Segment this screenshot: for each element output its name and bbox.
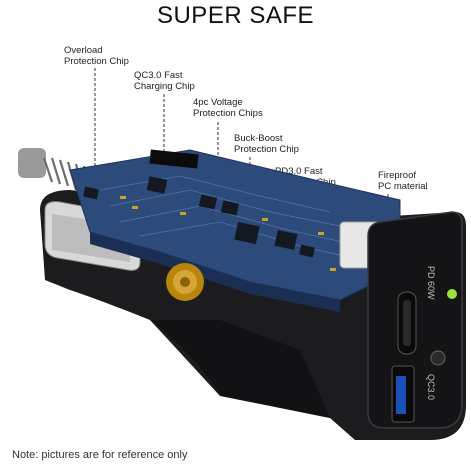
chip-small bbox=[299, 244, 315, 258]
usb-a-insert bbox=[396, 376, 406, 414]
lower-shell bbox=[150, 320, 330, 418]
callout-line-1: 4pc Voltage bbox=[193, 97, 243, 108]
chip-pd bbox=[274, 230, 298, 250]
transformer-coil bbox=[166, 263, 204, 301]
port-label-qc: QC3.0 bbox=[426, 374, 436, 400]
callout-line-1: Buck-Boost bbox=[234, 133, 283, 144]
pcb-chips bbox=[83, 176, 315, 258]
callout-fireproof-material: Fireproof PC material bbox=[378, 170, 428, 192]
callout-qc-charging: QC3.0 Fast Charging Chip bbox=[134, 70, 195, 92]
chip-voltage-1 bbox=[198, 194, 218, 210]
face-plate: PD 60W QC3.0 bbox=[367, 211, 463, 429]
chip-buck-boost bbox=[234, 221, 260, 245]
callout-line-1: Fireproof bbox=[378, 170, 417, 181]
callout-line-2: Protection Chip bbox=[234, 144, 299, 155]
port-label-pd: PD 60W bbox=[426, 266, 436, 300]
usb-c-tongue bbox=[403, 300, 411, 346]
chip-overload bbox=[83, 186, 99, 200]
callout-line-1: PD3.0 Fast bbox=[275, 166, 323, 177]
pcb-traces bbox=[99, 175, 371, 263]
pcb-components bbox=[120, 196, 336, 271]
footer-note: Note: pictures are for reference only bbox=[12, 449, 188, 461]
power-led bbox=[447, 289, 457, 299]
pcb-edge bbox=[90, 232, 340, 312]
callout-line-1: QC3.0 Fast bbox=[134, 70, 183, 81]
callout-line-2: PC material bbox=[378, 181, 428, 192]
callout-line-2: Protection Chip bbox=[64, 56, 129, 67]
tip-cap bbox=[18, 148, 46, 178]
callout-buck-boost: Buck-Boost Protection Chip bbox=[234, 133, 299, 155]
chip-voltage-2 bbox=[220, 200, 240, 216]
coil-core bbox=[180, 277, 190, 287]
pcb-board bbox=[69, 149, 401, 312]
page-title: SUPER SAFE bbox=[156, 2, 315, 29]
chip-qc bbox=[146, 176, 168, 194]
callout-line-1: Overload bbox=[64, 45, 103, 56]
callout-line-2: Charging Chip bbox=[134, 81, 195, 92]
pcb-mount bbox=[149, 149, 199, 169]
callout-voltage-protection: 4pc Voltage Protection Chips bbox=[193, 97, 263, 119]
callout-line-2: Protection Chips bbox=[193, 108, 263, 119]
qc-logo-icon bbox=[430, 350, 446, 366]
callout-overload-protection: Overload Protection Chip bbox=[64, 45, 129, 67]
